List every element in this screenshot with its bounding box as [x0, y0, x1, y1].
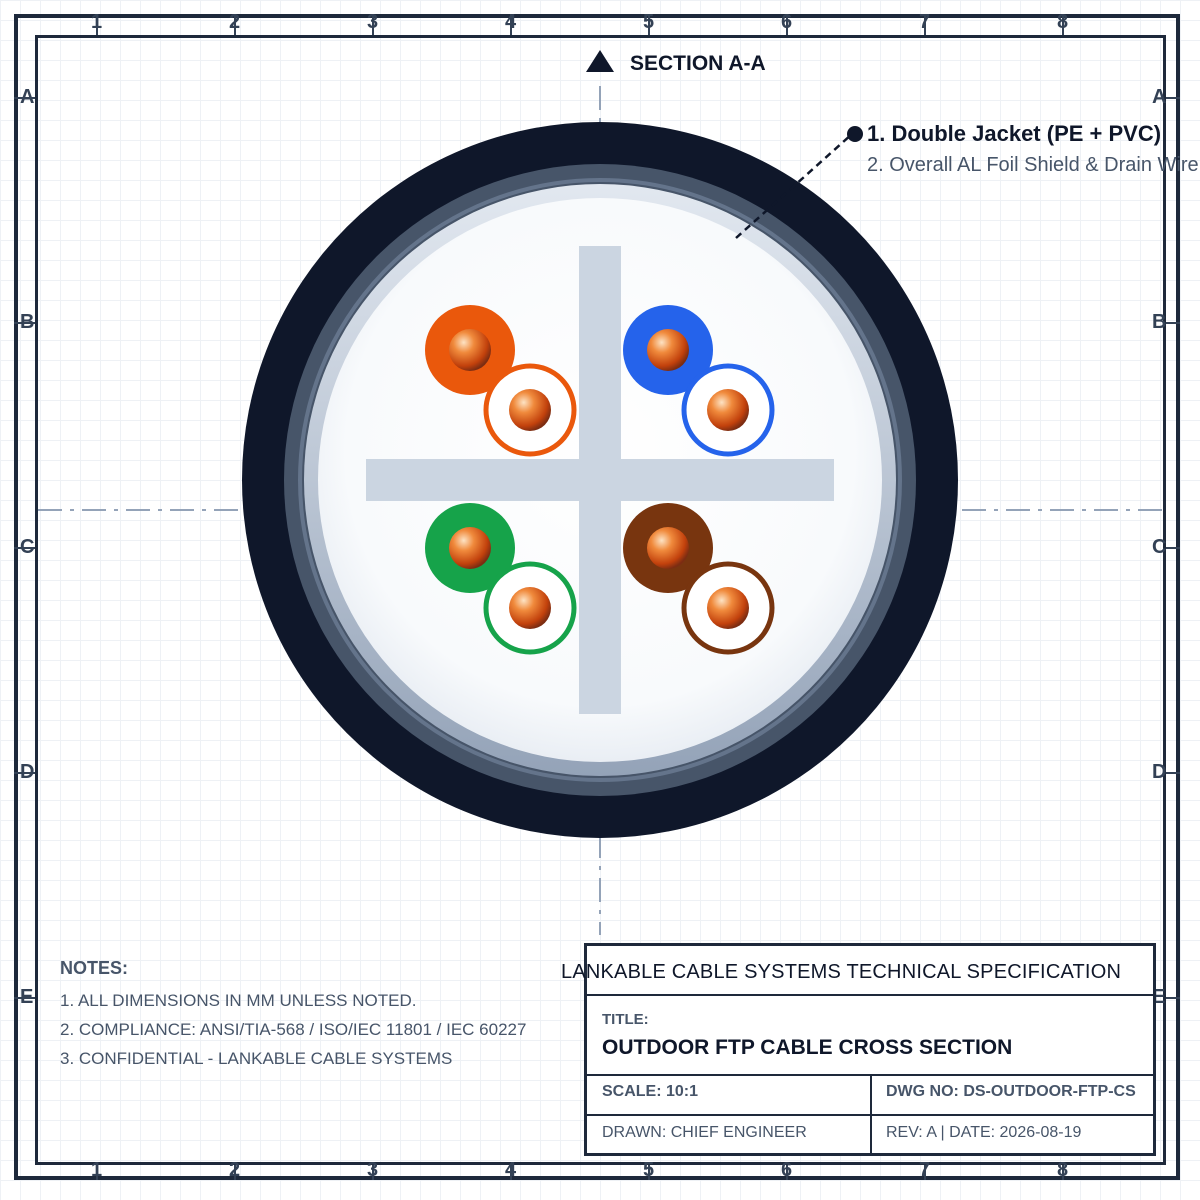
zone-tick	[786, 14, 788, 35]
notes-title: NOTES:	[60, 958, 129, 978]
scale-value: SCALE: 10:1	[602, 1083, 699, 1100]
zone-tick	[96, 1165, 98, 1180]
callout-double-jacket: 1. Double Jacket (PE + PVC)	[867, 121, 1162, 146]
cross-separator-horizontal	[366, 459, 834, 501]
callout-foil-shield: 2. Overall AL Foil Shield & Drain Wire	[867, 154, 1199, 176]
row-ref-right: C	[1152, 536, 1167, 558]
inner-border	[35, 35, 1166, 1165]
zone-tick	[1166, 97, 1180, 99]
zone-tick	[786, 1165, 788, 1180]
drawing-title: OUTDOOR FTP CABLE CROSS SECTION	[602, 1036, 1013, 1059]
blue-pair-solid-copper	[647, 329, 689, 371]
brown-pair-solid-copper	[647, 527, 689, 569]
drawing-number: DWG NO: DS-OUTDOOR-FTP-CS	[886, 1083, 1136, 1100]
note-line: 1. ALL DIMENSIONS IN MM UNLESS NOTED.	[60, 991, 417, 1010]
zone-tick	[1166, 772, 1180, 774]
zone-tick	[1062, 1165, 1064, 1180]
orange-pair-solid-copper	[449, 329, 491, 371]
green-pair-solid-copper	[449, 527, 491, 569]
zone-tick	[924, 14, 926, 35]
zone-tick	[372, 14, 374, 35]
zone-tick	[1166, 547, 1180, 549]
jacket-interface	[298, 178, 902, 782]
row-ref-right: D	[1152, 761, 1167, 783]
title-block-divider	[587, 994, 1153, 996]
company-name: LANKABLE CABLE SYSTEMS TECHNICAL SPECIFI…	[561, 961, 1122, 983]
zone-tick	[510, 1165, 512, 1180]
zone-tick	[1166, 322, 1180, 324]
note-line: 3. CONFIDENTIAL - LANKABLE CABLE SYSTEMS	[60, 1049, 453, 1068]
outer-border	[14, 14, 1180, 1180]
blue-pair-white-copper	[707, 389, 749, 431]
zone-tick	[1166, 997, 1180, 999]
zone-tick	[14, 322, 35, 324]
notes-block: NOTES: 1. ALL DIMENSIONS IN MM UNLESS NO…	[60, 958, 582, 1078]
section-arrow-icon	[586, 50, 614, 72]
title-block-divider	[587, 1114, 1153, 1116]
row-ref-right: B	[1152, 311, 1167, 333]
callout-dot	[847, 126, 863, 142]
brown-pair-white-copper	[707, 587, 749, 629]
zone-tick	[14, 997, 35, 999]
zone-tick	[14, 97, 35, 99]
zone-tick	[14, 547, 35, 549]
row-ref-right: A	[1152, 86, 1167, 108]
green-pair-white-copper	[509, 587, 551, 629]
note-line: 2. COMPLIANCE: ANSI/TIA-568 / ISO/IEC 11…	[60, 1020, 527, 1039]
title-block: LANKABLE CABLE SYSTEMS TECHNICAL SPECIFI…	[561, 943, 1156, 1156]
zone-tick	[234, 1165, 236, 1180]
drawn-by: DRAWN: CHIEF ENGINEER	[602, 1124, 807, 1141]
zone-tick	[14, 772, 35, 774]
zone-tick	[510, 14, 512, 35]
zone-tick	[648, 14, 650, 35]
zone-tick	[1062, 14, 1064, 35]
zone-tick	[96, 14, 98, 35]
zone-tick	[234, 14, 236, 35]
title-label: TITLE:	[602, 1011, 649, 1028]
section-label: SECTION A-A	[630, 52, 766, 75]
twisted-pairs	[425, 305, 775, 655]
zone-tick	[372, 1165, 374, 1180]
zone-tick	[648, 1165, 650, 1180]
callout-leader	[735, 133, 853, 239]
orange-pair-white-copper	[509, 389, 551, 431]
zone-tick	[924, 1165, 926, 1180]
revision-date: REV: A | DATE: 2026-08-19	[886, 1124, 1082, 1141]
